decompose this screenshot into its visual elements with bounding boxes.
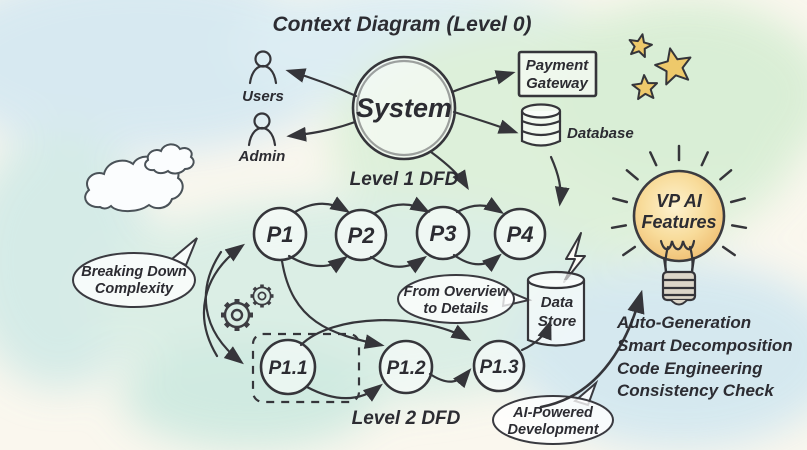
arrow-branch-to-p1-1 <box>204 250 244 365</box>
decomposition-branch-arrows <box>203 243 245 365</box>
data-store-line2: Store <box>538 313 576 330</box>
context-flows <box>285 68 570 207</box>
process-p1-1: P1.1 <box>259 338 317 396</box>
process-p3-label: P3 <box>430 221 457 246</box>
process-p1-3-label: P1.3 <box>479 357 519 378</box>
arrow-p1-3-to-data-store <box>520 319 552 352</box>
ai-powered-bubble: AI-Powered Development <box>492 379 614 445</box>
feature-item: Consistency Check <box>617 381 775 400</box>
breaking-down-line1: Breaking Down <box>81 264 187 280</box>
process-p1-label: P1 <box>267 222 294 247</box>
arrow-p1-p2-top <box>293 196 351 214</box>
arrow-p3-p4-top <box>455 197 505 215</box>
level2-heading: Level 2 DFD <box>352 408 461 429</box>
ai-powered-line2: Development <box>507 422 599 438</box>
arrow-p1-to-p1-2 <box>280 259 385 349</box>
feature-item: Smart Decomposition <box>617 336 793 355</box>
overview-bubble: From Overview to Details <box>397 274 533 324</box>
process-p1-2: P1.2 <box>378 339 434 395</box>
process-p2: P2 <box>334 208 388 262</box>
clouds-decoration <box>84 143 195 213</box>
bulb-filament <box>659 239 696 273</box>
payment-gateway-label-line2: Gateway <box>526 75 588 92</box>
database-node: Database <box>520 103 634 147</box>
breaking-down-bubble: Breaking Down Complexity <box>72 237 198 308</box>
features-list: Auto-Generation Smart Decomposition Code… <box>616 313 793 400</box>
bulb-rays <box>610 144 748 257</box>
bulb-label-line1: VP AI <box>656 191 703 211</box>
arrow-system-to-payment <box>450 70 516 94</box>
process-p1-3: P1.3 <box>472 339 526 393</box>
payment-gateway-node: Payment Gateway <box>517 50 598 98</box>
ai-powered-line1: AI-Powered <box>512 405 594 421</box>
overview-line1: From Overview <box>404 284 510 300</box>
arrow-database-to-level1 <box>549 155 570 207</box>
arrow-p1-2-to-p1-3 <box>428 368 472 389</box>
arrow-p1-p2-bottom <box>287 254 349 274</box>
level1-flows <box>287 196 505 274</box>
level2-processes: P1.1 P1.2 P1.3 <box>259 338 526 396</box>
feature-item: Auto-Generation <box>616 313 751 332</box>
process-p1: P1 <box>252 206 308 262</box>
arrow-system-to-level1 <box>429 150 469 191</box>
level1-processes: P1 P2 P3 P4 <box>252 205 547 262</box>
users-label: Users <box>242 88 284 105</box>
process-p1-2-label: P1.2 <box>386 358 426 379</box>
user-icon <box>247 112 277 147</box>
cloud-icon <box>144 143 195 175</box>
bulb-base <box>661 270 697 306</box>
data-store-node: Data Store <box>526 270 586 347</box>
system-node: System <box>351 55 457 161</box>
process-p2-label: P2 <box>348 223 376 248</box>
arrow-p1-1-to-p1-3-top <box>299 319 472 347</box>
page-title: Context Diagram (Level 0) <box>272 13 531 36</box>
user-icon <box>248 50 278 85</box>
database-icon <box>520 103 562 147</box>
admin-actor: Admin <box>238 112 286 165</box>
process-p4: P4 <box>493 207 547 261</box>
overview-line2: to Details <box>423 301 488 317</box>
system-label: System <box>356 93 452 123</box>
arrow-p2-p3-bottom <box>369 255 428 274</box>
admin-label: Admin <box>238 148 286 165</box>
arrow-p2-p3-top <box>373 196 431 215</box>
breaking-down-line2: Complexity <box>95 281 174 297</box>
level2-flows <box>280 259 552 402</box>
arrow-p1-1-to-p1-2-bottom <box>305 383 383 402</box>
bulb-label-line2: Features <box>641 212 716 232</box>
level1-heading: Level 1 DFD <box>350 169 459 190</box>
arrow-to-bulb <box>539 289 645 409</box>
level2-boundary-box <box>251 332 361 404</box>
process-p1-1-label: P1.1 <box>268 358 307 379</box>
arrow-system-to-admin <box>286 120 357 142</box>
process-p3: P3 <box>415 205 471 261</box>
feature-item: Code Engineering <box>617 359 763 378</box>
lightbulb-icon: VP AI Features <box>610 144 748 306</box>
payment-gateway-label-line1: Payment <box>526 57 590 74</box>
database-label: Database <box>567 125 634 142</box>
arrow-system-to-database <box>452 110 519 134</box>
process-p4-label: P4 <box>507 222 534 247</box>
data-store-line1: Data <box>541 294 574 311</box>
arrow-system-to-users <box>285 68 358 98</box>
users-actor: Users <box>242 50 284 105</box>
arrow-p3-p4-bottom <box>452 253 502 273</box>
